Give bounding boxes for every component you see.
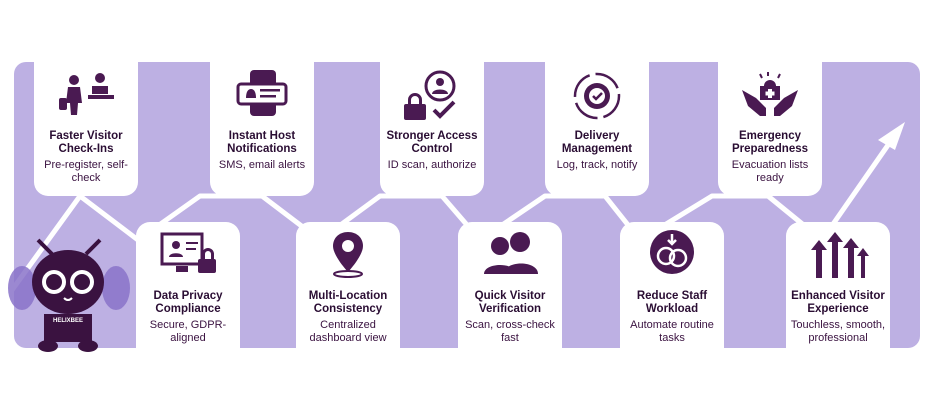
- step-title: Stronger Access Control: [386, 130, 478, 155]
- step-title: Delivery Management: [561, 130, 633, 155]
- step-subtitle: Log, track, notify: [556, 159, 638, 171]
- step-title: Quick Visitor Verification: [474, 290, 546, 315]
- arrow-head-icon: [878, 122, 905, 150]
- step-card-faster-checkins: Faster Visitor Check-Ins Pre-register, s…: [34, 62, 138, 196]
- step-subtitle: Touchless, smooth, professional: [790, 319, 886, 344]
- step-card-host-notifications: Instant Host Notifications SMS, email al…: [210, 62, 314, 196]
- step-title: Emergency Preparedness: [731, 130, 809, 155]
- step-card-data-privacy: Data Privacy Compliance Secure, GDPR-ali…: [136, 222, 240, 352]
- traveler-reception-icon: [59, 73, 114, 115]
- two-users-icon: [484, 232, 538, 274]
- step-card-reduce-workload: Reduce Staff Workload Automate routine t…: [620, 222, 724, 352]
- step-title: Data Privacy Compliance: [153, 290, 223, 315]
- step-card-emergency-preparedness: Emergency Preparedness Evacuation lists …: [718, 62, 822, 196]
- step-subtitle: ID scan, authorize: [387, 159, 477, 171]
- location-pin-icon: [333, 232, 363, 278]
- step-title: Multi-Location Consistency: [308, 290, 388, 315]
- step-subtitle: SMS, email alerts: [218, 159, 306, 171]
- coins-gear-icon: [650, 230, 694, 274]
- step-title: Enhanced Visitor Experience: [791, 290, 885, 315]
- step-card-visitor-experience: Enhanced Visitor Experience Touchless, s…: [786, 222, 890, 352]
- bee-mascot-logo: HELIXBEE: [8, 238, 130, 352]
- monitor-lock-icon: [160, 232, 216, 273]
- step-title: Reduce Staff Workload: [636, 290, 708, 315]
- lock-user-check-icon: [404, 70, 456, 120]
- step-card-multi-location: Multi-Location Consistency Centralized d…: [296, 222, 400, 352]
- step-subtitle: Evacuation lists ready: [731, 159, 809, 184]
- step-title: Instant Host Notifications: [227, 130, 297, 155]
- step-subtitle: Automate routine tasks: [630, 319, 714, 344]
- step-card-access-control: Stronger Access Control ID scan, authori…: [380, 62, 484, 196]
- step-subtitle: Scan, cross-check fast: [465, 319, 555, 344]
- svg-text:HELIXBEE: HELIXBEE: [53, 318, 83, 324]
- step-card-delivery-management: Delivery Management Log, track, notify: [545, 62, 649, 196]
- step-subtitle: Pre-register, self-check: [44, 159, 128, 184]
- phone-bell-icon: [236, 70, 288, 116]
- rising-arrows-icon: [811, 232, 869, 278]
- step-subtitle: Secure, GDPR-aligned: [149, 319, 227, 344]
- step-subtitle: Centralized dashboard view: [309, 319, 387, 344]
- step-card-visitor-verification: Quick Visitor Verification Scan, cross-c…: [458, 222, 562, 352]
- hands-medical-icon: [742, 72, 798, 116]
- gear-check-cycle-icon: [573, 72, 621, 120]
- step-title: Faster Visitor Check-Ins: [49, 130, 123, 155]
